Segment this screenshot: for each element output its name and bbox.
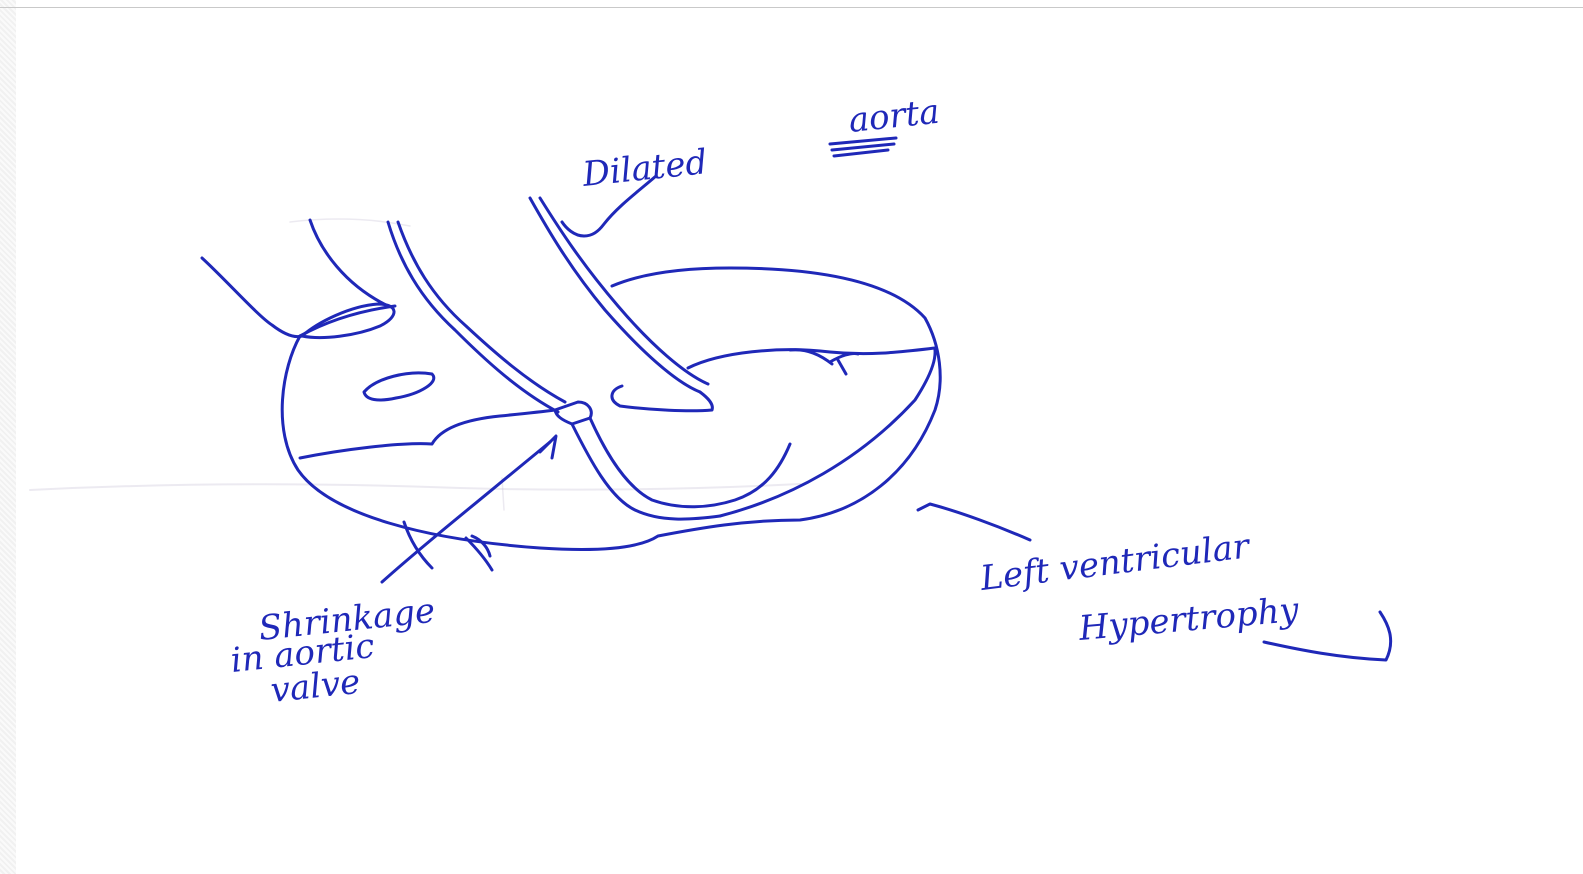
aortic-valve	[555, 348, 935, 519]
aorta-outer-wall-a	[388, 222, 558, 412]
annotation-arrows	[382, 176, 1391, 660]
valve-cusp	[555, 402, 591, 424]
interior-details	[364, 350, 858, 400]
label-aorta: aorta	[847, 92, 942, 141]
vessel-left-wall	[202, 258, 302, 337]
shrinkage-arrow-shaft	[382, 442, 550, 582]
lower-chamber-line	[300, 410, 555, 458]
label-dilated: Dilated	[580, 142, 709, 195]
label-lvh-line2: Hypertrophy	[1076, 590, 1301, 649]
dilated-aorta	[388, 198, 712, 412]
lvh-arrow	[918, 504, 1030, 540]
heart-outline	[282, 268, 940, 550]
label-lvh-line1: Left ventricular	[977, 526, 1253, 599]
heart-body-outline	[282, 268, 940, 550]
superior-vessel	[202, 220, 394, 338]
label-shrinkage-line3: valve	[269, 662, 362, 711]
septum-wall-right	[590, 418, 790, 507]
aorta-outer-wall-b	[398, 222, 565, 402]
ink-scribble	[830, 138, 896, 156]
inferior-vessel-right	[466, 536, 492, 570]
septum-wall-left	[572, 424, 720, 519]
vessel-right-wall	[310, 220, 388, 306]
leaflet-mark	[790, 350, 858, 374]
chamber-oval	[364, 373, 434, 400]
